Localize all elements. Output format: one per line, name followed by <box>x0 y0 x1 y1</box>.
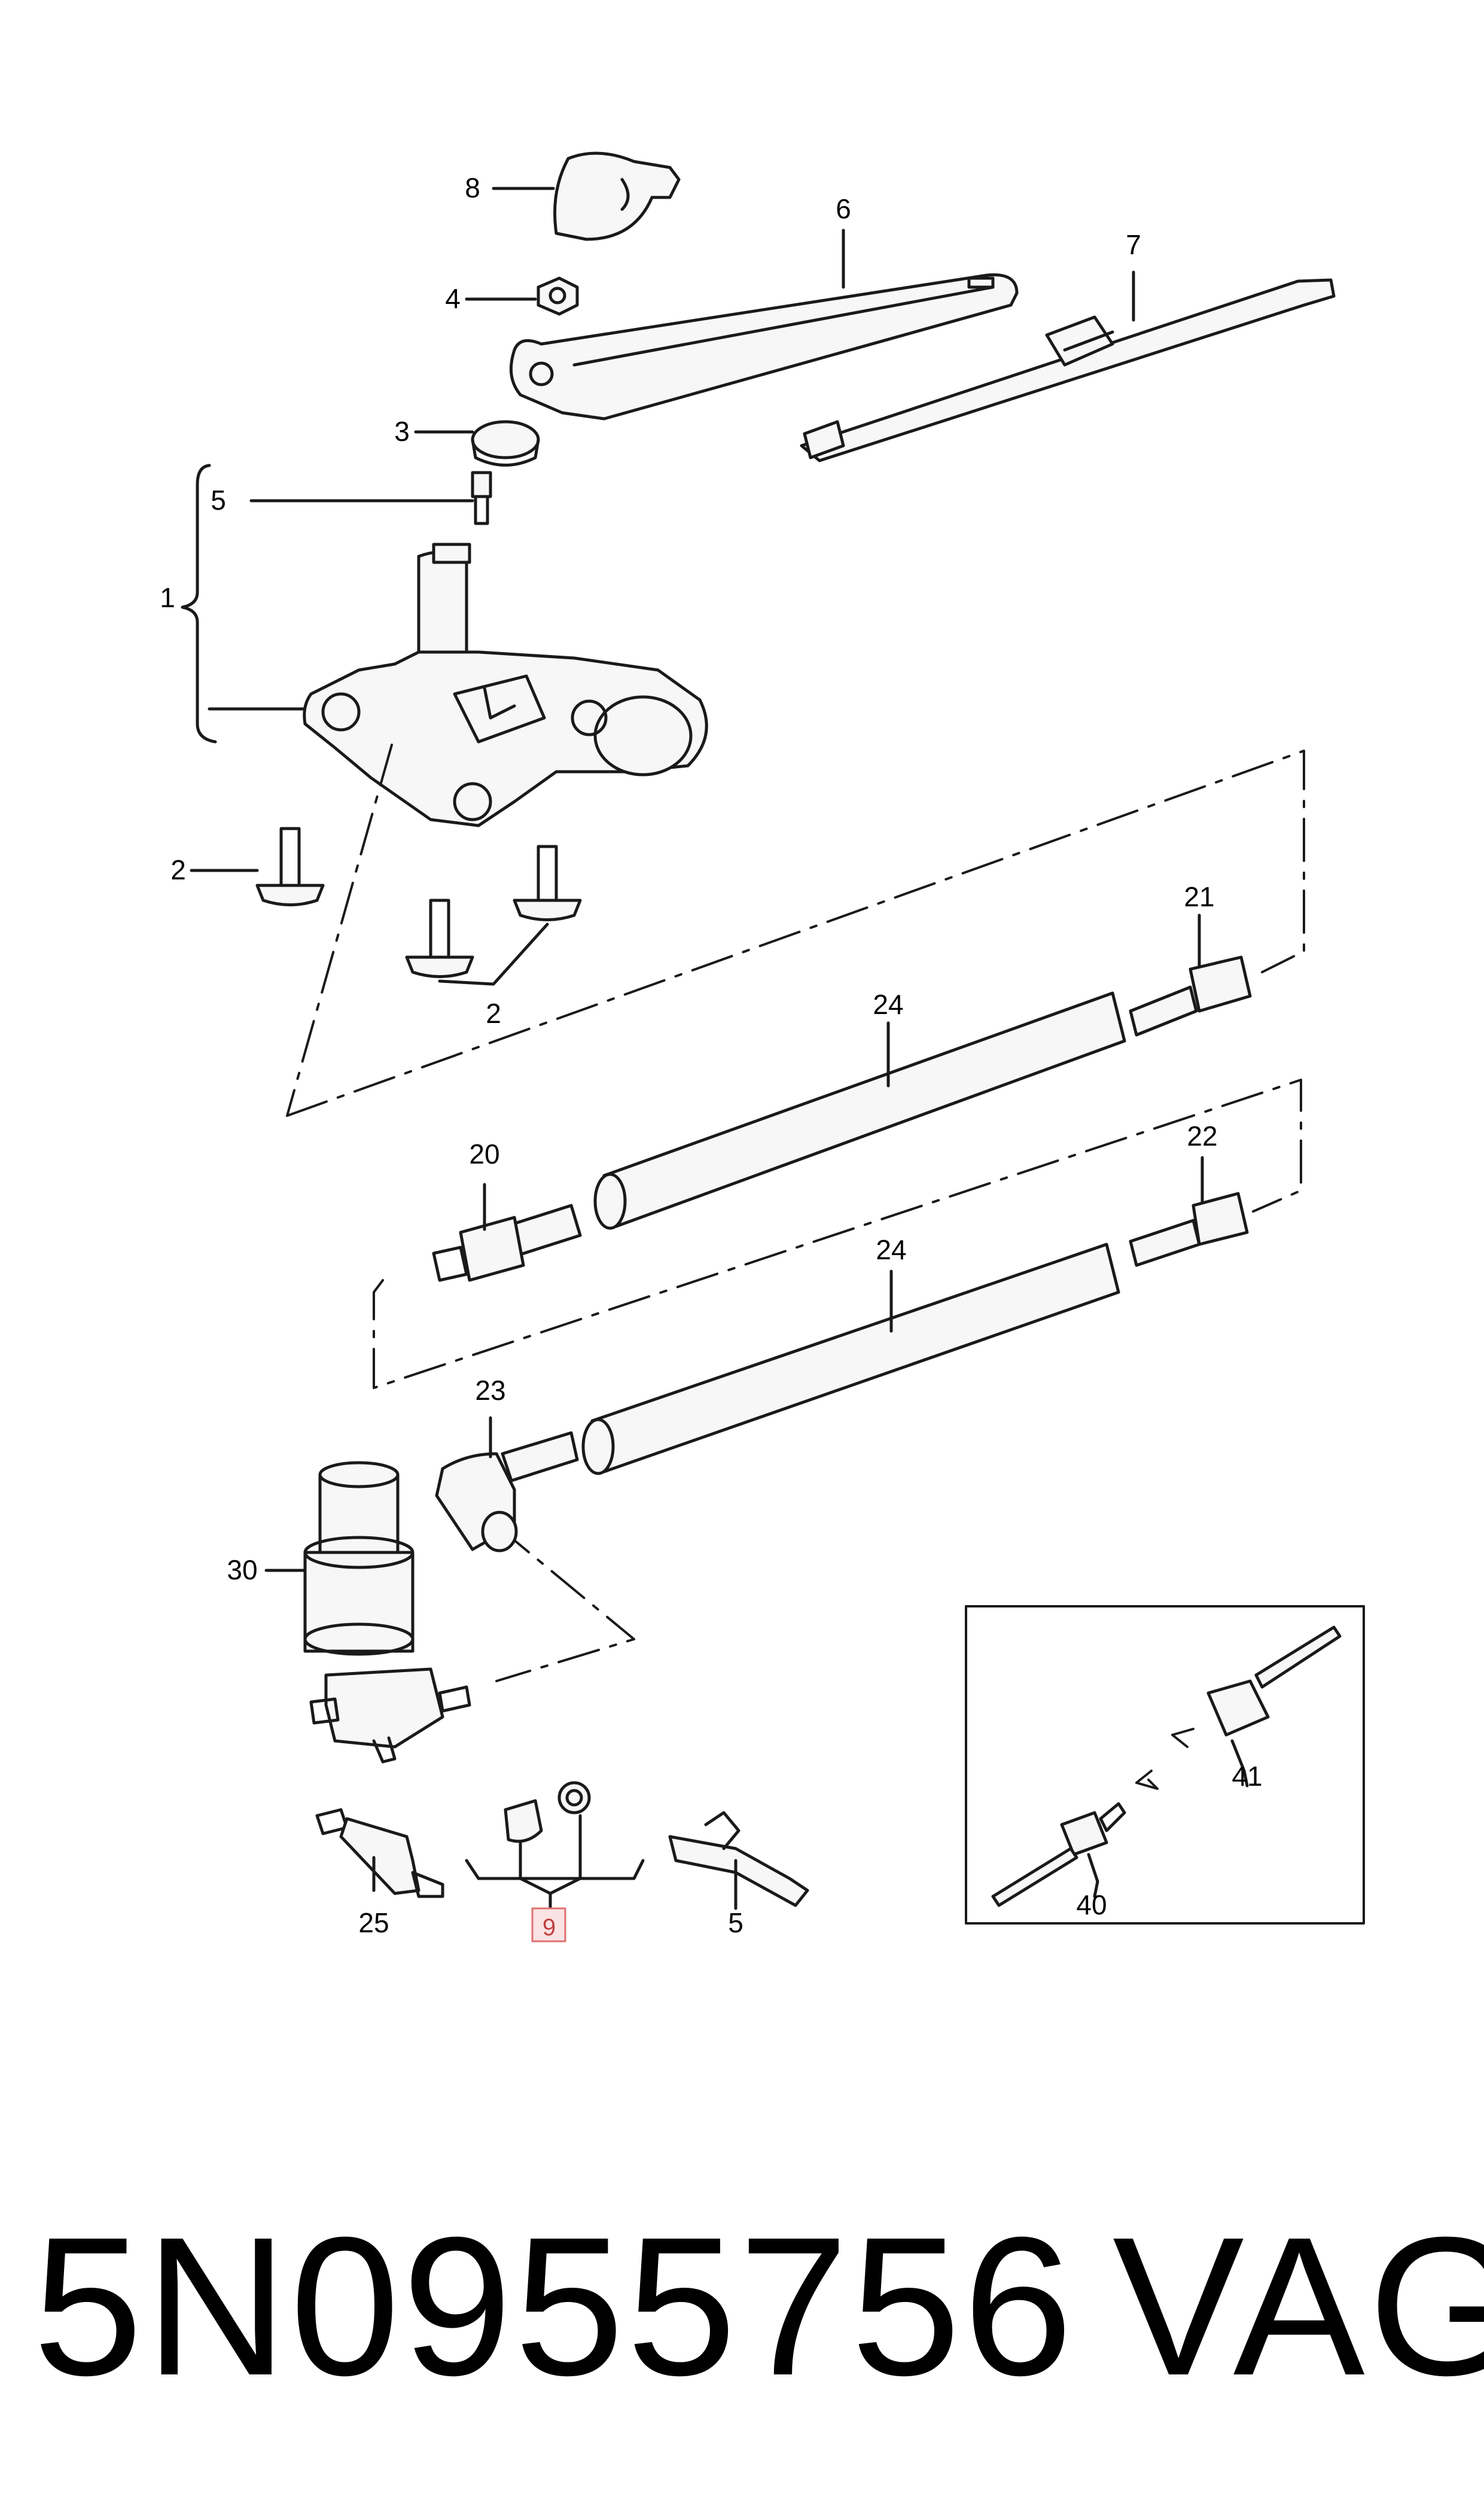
part-6-wiper-arm[interactable] <box>509 273 1019 421</box>
part-1-group-bracket <box>181 464 217 744</box>
callout-8[interactable]: 8 <box>465 172 480 203</box>
part-41-nozzle-connector[interactable] <box>1206 1625 1342 1737</box>
callout-22[interactable]: 22 <box>1187 1121 1217 1152</box>
inset-frame <box>965 1605 1365 1925</box>
callout-20[interactable]: 20 <box>469 1138 499 1170</box>
callout-5-lower[interactable]: 5 <box>728 1907 743 1938</box>
part-23-elbow-connector[interactable] <box>435 1431 579 1552</box>
callout-6[interactable]: 6 <box>836 193 851 224</box>
part-9-highlight-box <box>531 1907 566 1942</box>
part-2-screw-left[interactable] <box>255 827 325 906</box>
callout-21[interactable]: 21 <box>1184 881 1214 912</box>
part-5-spray-nozzle[interactable] <box>471 471 492 525</box>
callout-41[interactable]: 41 <box>1232 1761 1262 1792</box>
callout-2-bottom[interactable]: 2 <box>486 998 501 1029</box>
callout-24-upper[interactable]: 24 <box>873 989 903 1020</box>
part-24-corrugated-hose-lower[interactable] <box>581 1243 1120 1475</box>
callout-24-lower[interactable]: 24 <box>876 1234 906 1265</box>
part-25-check-valve[interactable] <box>315 1808 444 1898</box>
callout-4[interactable]: 4 <box>445 283 461 314</box>
part-7-wiper-blade[interactable] <box>800 278 1336 462</box>
part-2-screw-right[interactable] <box>513 845 582 921</box>
callout-labels: 8 6 7 4 3 5 1 2 2 21 24 20 22 24 23 30 4… <box>160 172 1262 1941</box>
part-24-corrugated-hose-upper[interactable] <box>593 991 1126 1230</box>
part-21-hose-connector[interactable] <box>1129 955 1252 1037</box>
part-4-nut[interactable] <box>537 276 579 316</box>
callout-25[interactable]: 25 <box>358 1907 389 1938</box>
callout-7[interactable]: 7 <box>1126 229 1141 260</box>
part-1-wiper-motor[interactable] <box>303 543 708 827</box>
callout-23[interactable]: 23 <box>475 1375 505 1406</box>
part-40-nozzle-connector[interactable] <box>991 1802 1126 1907</box>
part-20-hose-connector[interactable] <box>432 1204 582 1282</box>
callout-2-left[interactable]: 2 <box>170 854 186 885</box>
part-22-hose-connector[interactable] <box>1129 1192 1249 1267</box>
part-30-washer-pump[interactable] <box>303 1461 471 1764</box>
part-5-y-connector[interactable] <box>668 1811 809 1907</box>
part-2-screw-center[interactable] <box>405 899 474 978</box>
flow-arrows <box>1135 1728 1194 1790</box>
callout-1[interactable]: 1 <box>160 582 175 613</box>
part-number-label: 5N0955756 <box>33 2196 1075 2416</box>
part-8-arm-cover-cap[interactable] <box>553 151 681 241</box>
callout-5-upper[interactable]: 5 <box>211 485 226 516</box>
callout-3[interactable]: 3 <box>394 416 410 447</box>
callout-9[interactable]: 9 <box>543 1914 556 1941</box>
part-9-seal-set[interactable] <box>504 1781 591 1843</box>
callout-30[interactable]: 30 <box>227 1554 257 1585</box>
callout-40[interactable]: 40 <box>1076 1889 1107 1920</box>
part-3-grommet[interactable] <box>471 420 540 467</box>
brand-label: VAG <box>1113 2196 1484 2416</box>
